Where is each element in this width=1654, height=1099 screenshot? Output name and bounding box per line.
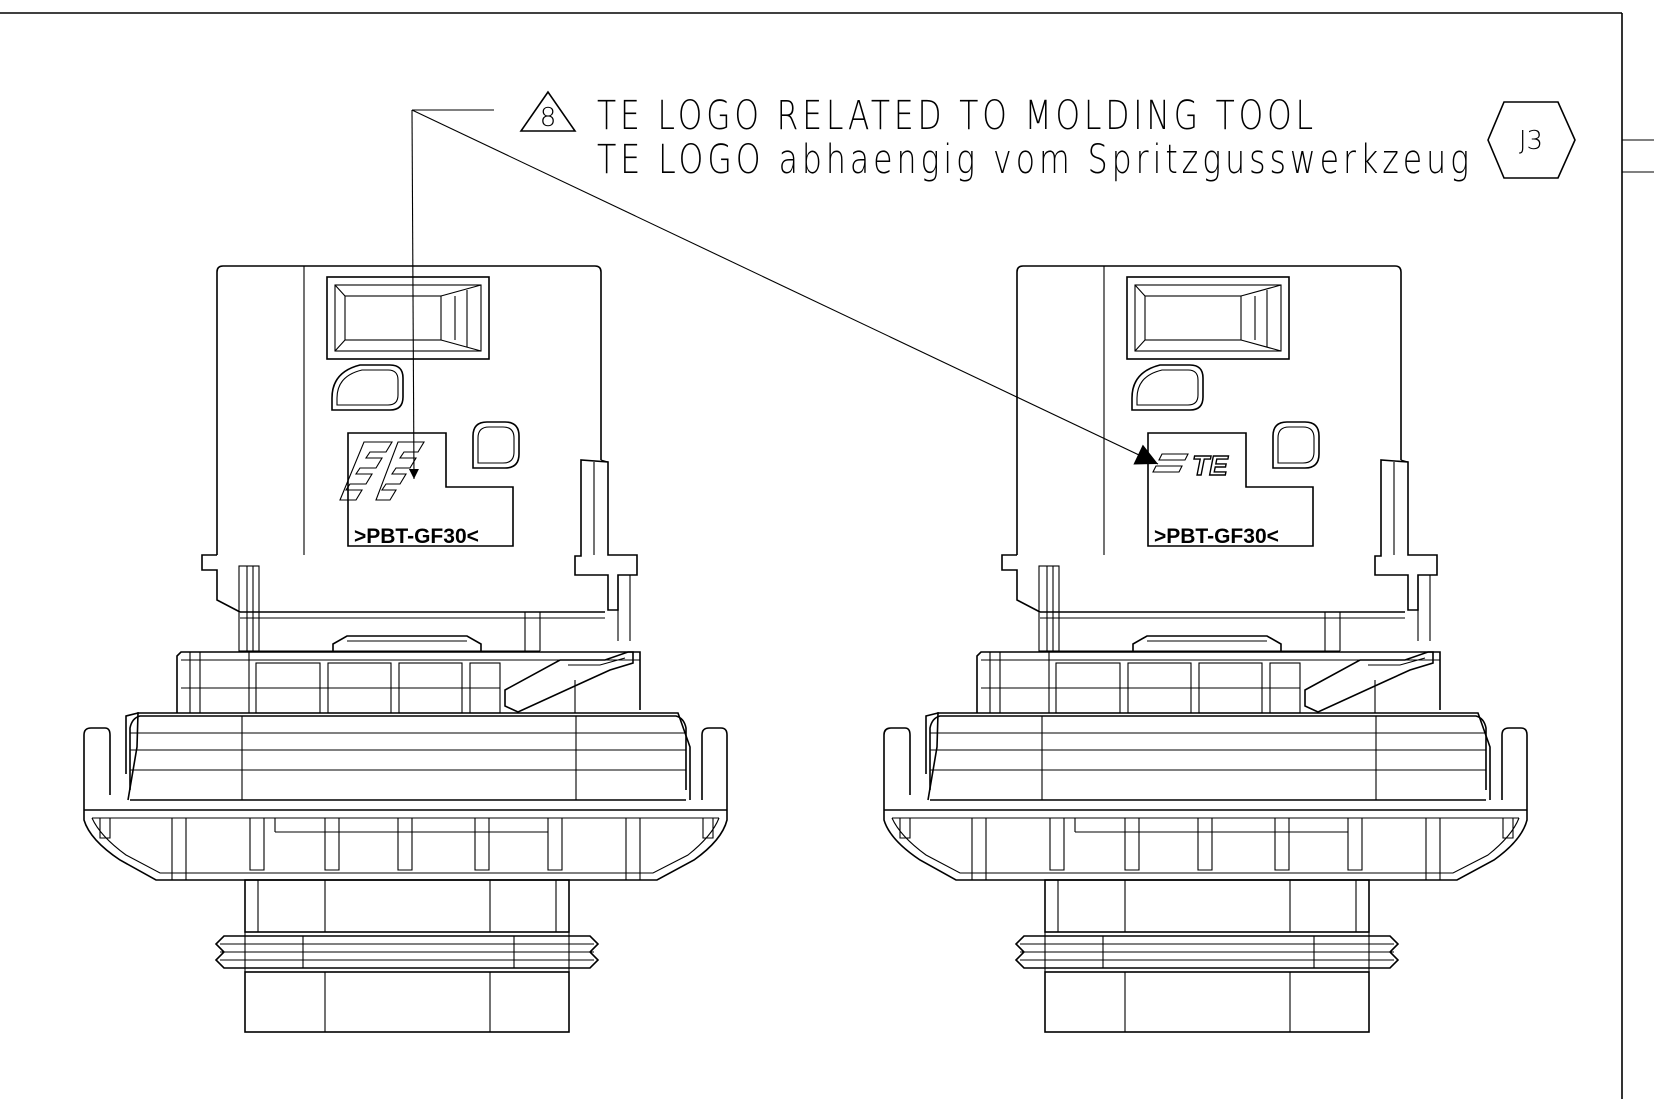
delta-triangle-icon [519,90,577,132]
connector-view-left: >PBT-GF30< [83,265,728,1033]
leader-arrow-left [408,109,419,480]
stacked-te-logo-icon [339,441,425,501]
delta-number: 8 [540,103,557,133]
note-line-2: TE LOGO abhaengig vom Spritzgusswerkzeug [597,137,1473,183]
connector-view-right: TE >PBT-GF30< [883,265,1528,1033]
material-label: >PBT-GF30< [354,525,479,548]
logo-note: 8 TE LOGO RELATED TO MOLDING TOOL TE LOG… [519,90,1473,183]
material-label: >PBT-GF30< [1154,525,1279,548]
drawing-frame [0,12,1654,1099]
note-line-1: TE LOGO RELATED TO MOLDING TOOL [597,93,1317,139]
leader-lines [408,109,1159,480]
hexagon-icon [1487,101,1576,179]
revision-tag-text: J3 [1519,126,1543,156]
revision-tag: J3 [1487,101,1576,179]
horizontal-te-logo-icon: TE [1152,449,1230,482]
leader-arrow-right [411,109,1159,465]
svg-text:TE: TE [1192,450,1229,481]
